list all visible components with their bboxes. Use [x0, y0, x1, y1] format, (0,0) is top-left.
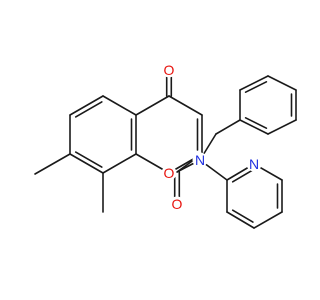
amide-oxygen-label-backdrop	[169, 196, 185, 212]
chromone-core	[34, 69, 203, 213]
pyridine-nitrogen-label: N	[249, 156, 259, 172]
ketone-oxygen-label: O	[164, 62, 175, 78]
bond	[267, 75, 297, 91]
bond	[69, 153, 104, 174]
bond	[102, 153, 137, 174]
ring-oxygen-label: O	[164, 165, 175, 181]
ring-oxygen-label-backdrop	[161, 165, 177, 181]
bond	[34, 153, 71, 175]
bond	[226, 211, 255, 229]
amide-nitrogen-label: N	[195, 152, 205, 168]
bond	[244, 117, 268, 129]
bond	[239, 75, 269, 91]
bond	[74, 151, 103, 168]
benzyl-group	[199, 75, 297, 161]
bond	[215, 119, 241, 135]
bond	[102, 95, 137, 116]
pyridine-nitrogen-label-backdrop	[246, 156, 262, 172]
bond	[239, 119, 269, 135]
amide-oxygen-label: O	[172, 196, 183, 212]
ketone-oxygen-label-backdrop	[161, 62, 177, 78]
bond	[69, 95, 104, 116]
bond	[244, 81, 268, 93]
bond	[74, 101, 103, 118]
bond	[135, 95, 170, 116]
bond	[267, 119, 297, 135]
pyridyl-group	[199, 159, 283, 229]
amide-nitrogen-label-backdrop	[192, 152, 208, 168]
bond	[253, 211, 283, 229]
bond	[231, 209, 254, 223]
bond	[168, 95, 203, 116]
bond	[231, 169, 254, 183]
